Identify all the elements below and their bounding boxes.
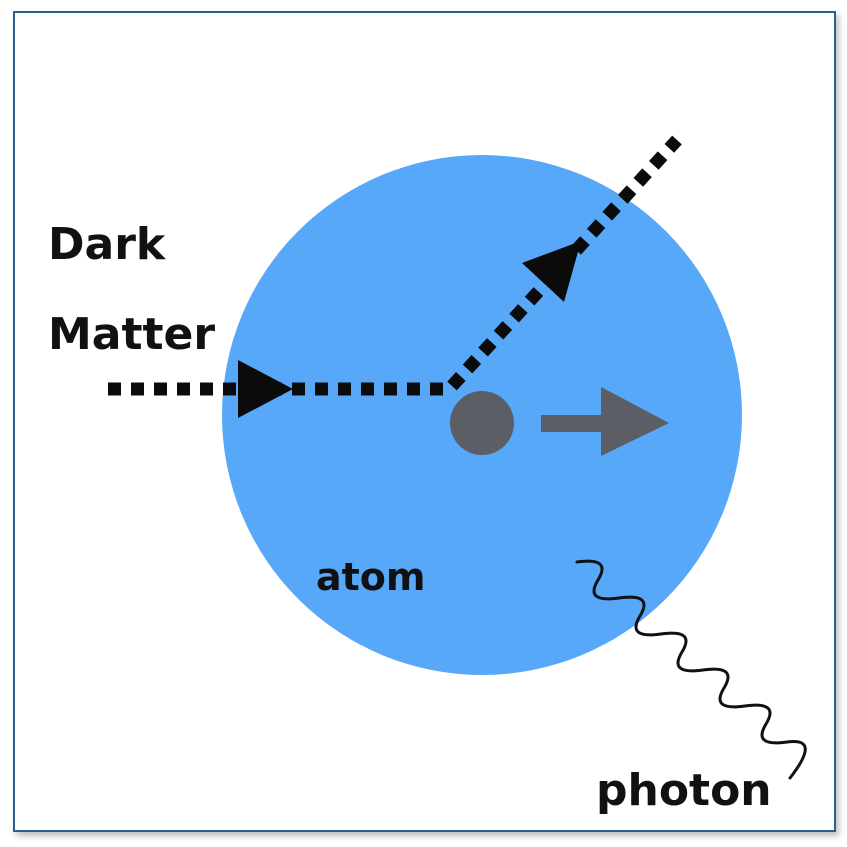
dark-matter-label-line1: Dark xyxy=(48,219,166,270)
recoil-arrow-shaft xyxy=(541,415,605,432)
outgoing-arrowhead-icon xyxy=(522,241,581,302)
photon-label: photon xyxy=(596,765,772,816)
dark-matter-incoming-path xyxy=(108,360,452,418)
incoming-arrowhead-icon xyxy=(238,360,293,418)
nucleus-circle xyxy=(450,391,514,455)
dark-matter-label-line2: Matter xyxy=(48,309,216,360)
dark-matter-outgoing-path xyxy=(447,135,682,391)
atom-label: atom xyxy=(316,555,426,599)
photon-wavy-line-icon xyxy=(575,559,807,780)
recoil-arrow xyxy=(541,387,669,456)
recoil-arrowhead-icon xyxy=(601,387,669,456)
